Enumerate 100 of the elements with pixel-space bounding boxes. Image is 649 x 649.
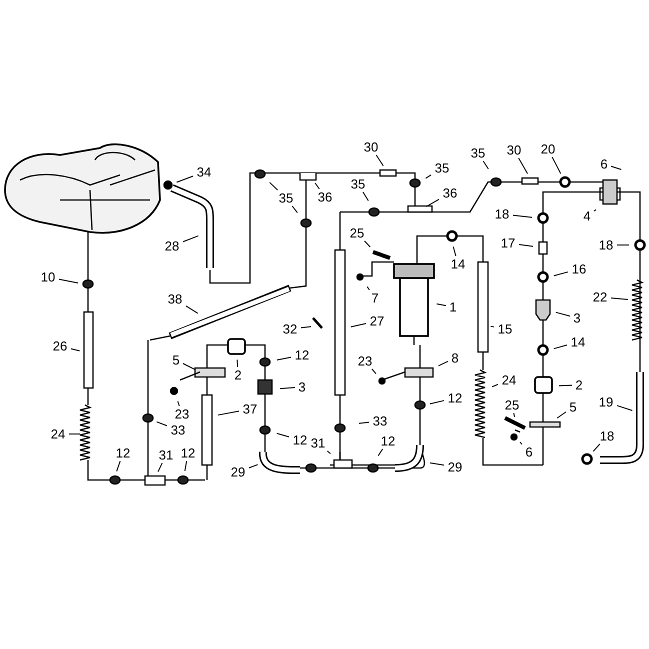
- callout-number: 12: [292, 434, 308, 446]
- callout-number: 3: [298, 380, 306, 394]
- callout-number: 37: [242, 402, 258, 416]
- callout-number: 30: [506, 144, 522, 156]
- callout-number: 30: [364, 140, 378, 154]
- leader-line: [555, 312, 570, 317]
- leader-line: [269, 182, 278, 190]
- leader-line: [182, 363, 196, 370]
- leader-line: [326, 450, 331, 454]
- leader-line: [429, 400, 444, 404]
- callout-number: 29: [230, 466, 246, 478]
- callout-number: 35: [278, 192, 294, 204]
- callout-number: 6: [525, 446, 533, 458]
- callout-number: 38: [168, 292, 182, 306]
- callout-number: 27: [370, 314, 384, 328]
- leader-line: [378, 448, 384, 456]
- leader-line: [490, 326, 494, 328]
- callout-number: 14: [570, 336, 586, 348]
- callout-number: 5: [172, 354, 180, 366]
- leader-line: [616, 244, 630, 246]
- callout-number: 33: [170, 424, 186, 436]
- callout-number: 22: [592, 290, 608, 304]
- leader-line: [184, 460, 188, 472]
- leader-line: [616, 405, 633, 411]
- callout-number: 15: [498, 322, 512, 336]
- leader-line: [350, 322, 366, 328]
- leader-line: [376, 154, 384, 166]
- leader-line: [436, 303, 446, 306]
- callout-number: 12: [448, 392, 462, 404]
- callout-number: 5: [569, 400, 577, 414]
- leader-line: [217, 410, 240, 416]
- callout-number: 34: [196, 166, 212, 178]
- callout-number: 12: [180, 446, 196, 460]
- callout-number: 2: [234, 368, 242, 382]
- leader-line: [314, 182, 320, 190]
- leader-line: [553, 271, 568, 276]
- leader-line: [116, 460, 121, 472]
- callout-number: 17: [500, 236, 516, 250]
- callout-number: 28: [164, 240, 180, 252]
- callout-number: 31: [158, 448, 174, 462]
- callout-number: 23: [358, 354, 372, 368]
- callout-number: 33: [372, 414, 388, 428]
- callout-number: 29: [448, 460, 462, 474]
- callout-number: 3: [573, 312, 581, 324]
- leader-line: [520, 442, 522, 445]
- leader-line: [371, 368, 376, 374]
- callout-number: 6: [600, 158, 608, 170]
- leader-line: [518, 158, 528, 174]
- callout-number: 36: [442, 186, 458, 200]
- callout-number: 35: [470, 146, 486, 160]
- leader-line: [492, 384, 498, 388]
- callout-number: 35: [434, 162, 450, 174]
- callout-number: 8: [451, 352, 459, 364]
- leader-line: [300, 326, 312, 328]
- callout-number: 24: [502, 374, 516, 386]
- leader-line: [276, 356, 292, 361]
- leader-line: [610, 166, 622, 170]
- leader-line: [592, 444, 600, 452]
- leader-line: [452, 246, 456, 256]
- callout-number: 12: [294, 348, 310, 362]
- leader-line: [176, 176, 194, 183]
- leader-line: [248, 464, 258, 468]
- leader-line: [292, 206, 298, 214]
- leader-line: [358, 422, 370, 424]
- leader-line: [177, 400, 180, 406]
- leader-line: [438, 360, 448, 366]
- leader-line: [58, 278, 79, 284]
- callout-number: 10: [40, 270, 56, 284]
- leader-line: [186, 305, 198, 314]
- leader-line: [429, 462, 444, 466]
- callout-number: 36: [318, 190, 332, 204]
- leader-line: [610, 298, 629, 300]
- callout-number: 24: [50, 428, 66, 440]
- callout-number: 2: [575, 378, 583, 392]
- leader-line: [70, 348, 80, 352]
- leader-line: [556, 411, 566, 419]
- leader-line: [158, 462, 163, 472]
- leader-line: [518, 244, 534, 247]
- leader-line: [594, 209, 596, 212]
- leader-line: [513, 412, 516, 418]
- callout-number: 12: [380, 434, 396, 448]
- callout-number: 19: [598, 396, 614, 408]
- callout-number: 18: [598, 238, 614, 252]
- callout-number: 18: [600, 430, 614, 442]
- leader-line: [182, 235, 199, 242]
- callout-number: 35: [350, 178, 366, 190]
- leader-line: [366, 286, 370, 290]
- leader-line: [558, 384, 572, 386]
- callout-number: 25: [504, 398, 520, 412]
- leader-line: [553, 344, 568, 350]
- callout-number: 7: [371, 292, 379, 304]
- callout-number: 26: [52, 340, 68, 352]
- leader-line: [552, 156, 562, 174]
- callout-number: 20: [540, 142, 556, 156]
- leader-line: [362, 192, 369, 202]
- leader-line: [425, 174, 432, 179]
- callout-number: 12: [116, 446, 130, 460]
- callout-number: 25: [350, 226, 364, 240]
- callout-number: 18: [494, 208, 510, 220]
- leader-line: [364, 240, 371, 248]
